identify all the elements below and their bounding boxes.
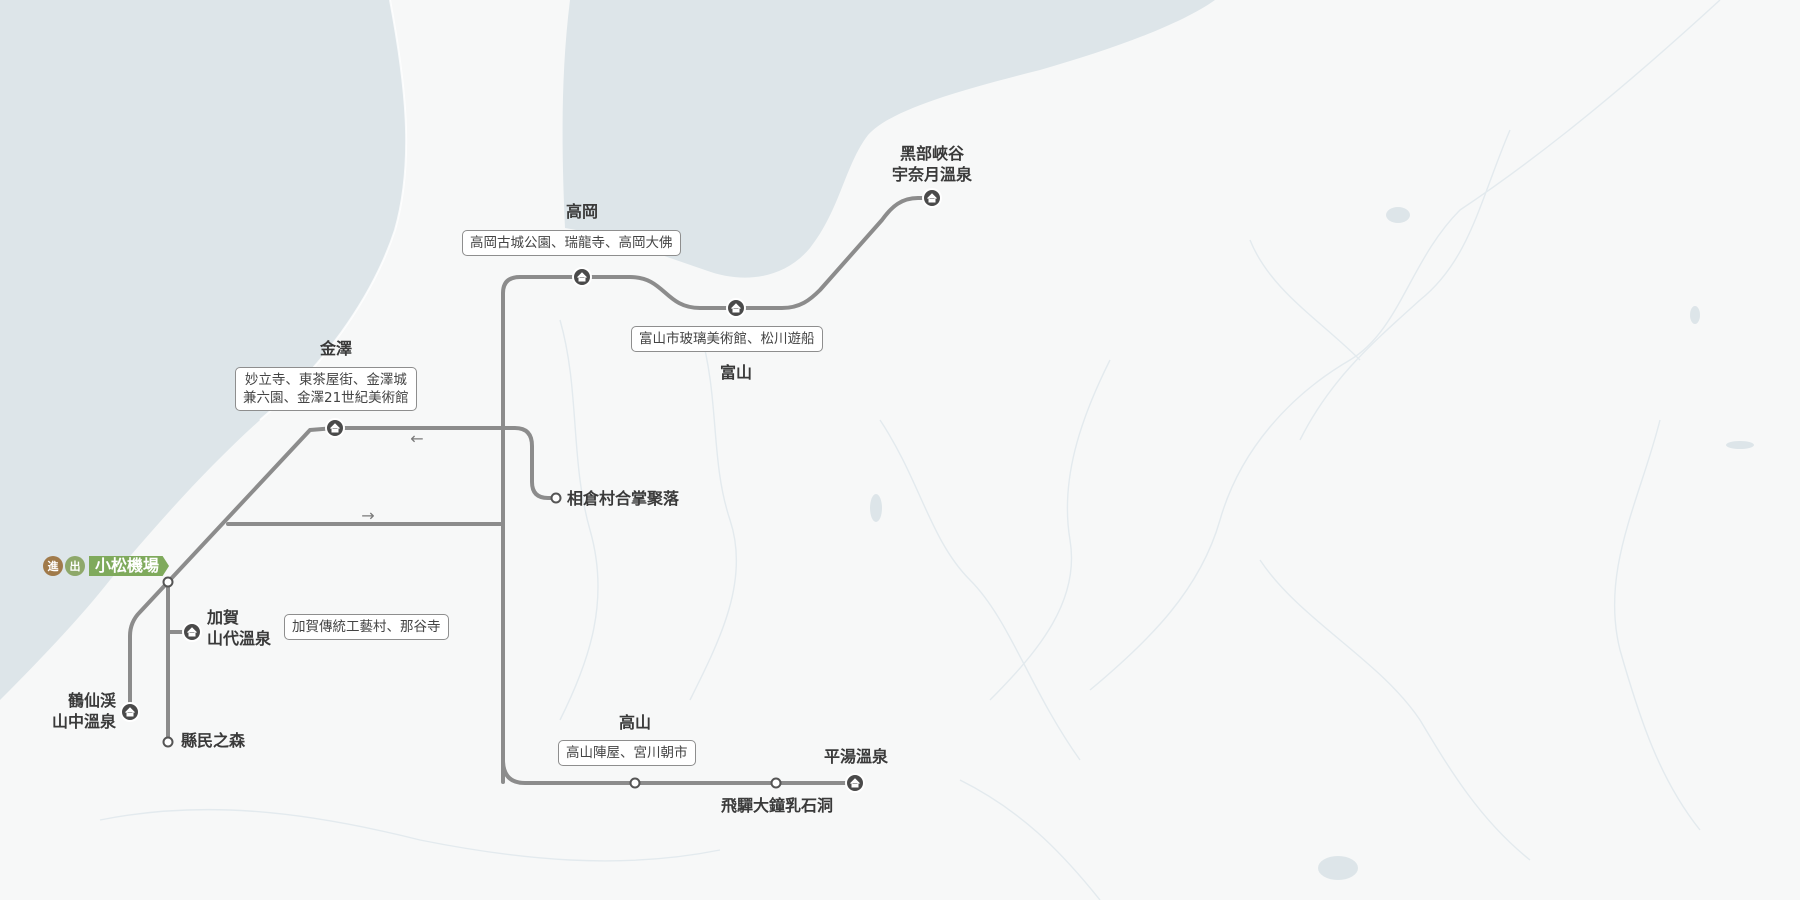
lakes (870, 207, 1754, 880)
station-label-toyama: 富山 (719, 363, 752, 382)
station-label-kurobe: 黑部峽谷 宇奈月溫泉 (891, 144, 972, 184)
house-icon[interactable] (726, 298, 746, 318)
arrow-eastbound: → (361, 506, 374, 525)
stop-kenmin[interactable] (162, 736, 174, 748)
route-takayama-hirayu (501, 758, 857, 785)
station-label-hida: 飛驒大鐘乳石洞 (720, 796, 833, 815)
station-label-ainokura: 相倉村合掌聚落 (567, 489, 680, 508)
attraction-text: 兼六園、金澤21世紀美術館 (243, 390, 409, 406)
attraction-box-takaoka: 高岡古城公園、瑞龍寺、高岡大佛 (462, 230, 681, 256)
station-label-takayama: 高山 (618, 713, 651, 732)
house-icon[interactable] (182, 622, 202, 642)
stop-markers (162, 492, 782, 789)
route-kanazawa-ainokura (333, 426, 558, 500)
attraction-box-kanazawa: 妙立寺、東茶屋街、金澤城 兼六園、金澤21世紀美術館 (235, 367, 417, 411)
station-label-kaga: 加賀 山代溫泉 (207, 608, 272, 648)
attraction-text: 富山市玻璃美術館、松川遊船 (639, 331, 815, 347)
route-vertical-main (501, 275, 584, 784)
station-label-kanazawa: 金澤 (319, 339, 352, 358)
exit-badge: 出 (65, 556, 85, 576)
station-label-kenmin: 縣民之森 (181, 731, 246, 750)
house-icon[interactable] (120, 702, 140, 722)
station-label-hirayu: 平湯溫泉 (823, 747, 888, 766)
stop-hida[interactable] (770, 777, 782, 789)
attraction-box-kaga: 加賀傳統工藝村、那谷寺 (284, 614, 449, 640)
house-icon[interactable] (325, 418, 345, 438)
house-icon[interactable] (922, 188, 942, 208)
attraction-box-toyama: 富山市玻璃美術館、松川遊船 (631, 326, 823, 352)
station-label-yamanaka: 鶴仙渓 山中溫泉 (51, 691, 116, 731)
route-takaoka-kurobe (580, 196, 934, 310)
stop-takayama[interactable] (629, 777, 641, 789)
house-icon[interactable] (845, 773, 865, 793)
stop-ainokura[interactable] (550, 492, 562, 504)
route-yamanaka (128, 580, 170, 714)
hotel-stations (120, 188, 942, 793)
attraction-box-takayama: 高山陣屋、宮川朝市 (558, 740, 696, 766)
attraction-text: 加賀傳統工藝村、那谷寺 (292, 619, 441, 635)
arrow-westbound: ← (410, 429, 423, 448)
house-icon[interactable] (572, 267, 592, 287)
stop-komatsu-junction[interactable] (162, 576, 174, 588)
airport-marker[interactable]: 進 出 小松機場 (43, 556, 170, 576)
rivers (99, 0, 1721, 900)
station-label-takaoka: 高岡 (565, 202, 598, 221)
attraction-text: 高岡古城公園、瑞龍寺、高岡大佛 (470, 235, 673, 251)
enter-badge: 進 (43, 556, 63, 576)
toyama-bay (562, 0, 1215, 278)
airport-name-tag: 小松機場 (89, 556, 170, 576)
attraction-text: 高山陣屋、宮川朝市 (566, 745, 688, 761)
sea (0, 0, 407, 700)
attraction-text: 妙立寺、東茶屋街、金澤城 (244, 372, 407, 388)
